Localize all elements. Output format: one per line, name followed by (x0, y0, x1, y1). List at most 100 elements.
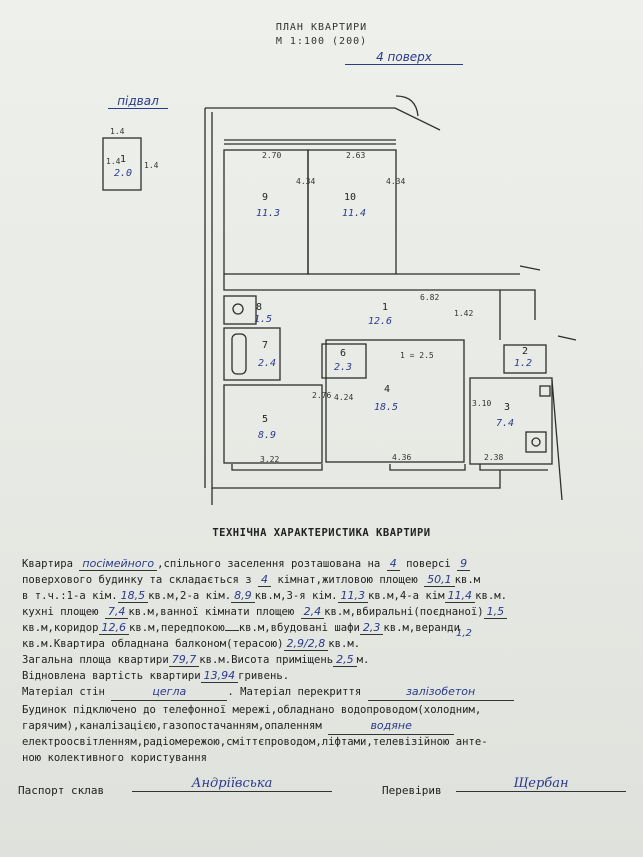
fill-closets: 2,3 (359, 621, 384, 635)
text-l1c: ,спільного заселення розташована на (157, 558, 387, 570)
text-l2e: кв.м (454, 574, 481, 586)
fill-floors-total: 9 (457, 557, 471, 571)
dim-7: 1 = 2.5 (400, 351, 434, 360)
checked-signature: Щербан (456, 776, 626, 792)
dim-9: 4.24 (334, 393, 353, 402)
room-7-num: 7 (262, 340, 268, 351)
checked-label: Перевірив (382, 784, 442, 797)
fill-closets-note: 1,2 (456, 628, 472, 639)
text-line-9: Матеріал стін цегла. Матеріал перекриття… (22, 684, 622, 701)
dim-4: 4.34 (386, 177, 405, 186)
text-l5g: кв.м,веранди (383, 622, 460, 634)
text-line-13: ною колективного користування (22, 752, 207, 764)
fill-corridor: 12,6 (98, 621, 130, 635)
text-l2c: кімнат,житловою площею (271, 574, 425, 586)
text-line-12: електроосвітленням,радіомережою,сміттєпр… (22, 736, 488, 748)
fill-value: 13,94 (200, 669, 239, 683)
storage-label: підвал (108, 94, 168, 109)
text-line-11: гарячим),каналізацією,газопостачанням,оп… (22, 718, 622, 735)
fill-rooms: 4 (258, 573, 271, 587)
text-l8a: Відновлена вартість квартири (22, 670, 201, 682)
text-l5a: кв.м,коридор (22, 622, 99, 634)
fill-kitchen: 7,4 (104, 605, 129, 619)
fill-room2: 8,9 (231, 589, 255, 603)
room-6-area: 2.3 (334, 362, 352, 373)
room-3-area: 7.4 (496, 418, 514, 429)
fill-hall (224, 630, 239, 631)
room-8-area: 1.5 (254, 314, 272, 325)
dim-8: 2.76 (312, 391, 331, 400)
dim-3: 4.34 (296, 177, 315, 186)
text-l2a: поверхового будинку та складається з (22, 574, 258, 586)
text-l11: гарячим),каналізацією,газопостачанням,оп… (22, 720, 322, 732)
fill-floor: 4 (386, 557, 400, 571)
text-l3g: кв.м,4-а кім (368, 590, 445, 602)
text-l3i: кв.м. (475, 590, 507, 602)
text-l6c: кв.м. (328, 638, 361, 650)
room-2-num: 2 (522, 346, 528, 357)
fill-height: 2,5 (333, 653, 357, 667)
text-l7c: кв.м.Висота приміщень (199, 654, 334, 666)
fill-heating: водяне (328, 718, 455, 735)
text-l1e: поверсі (399, 558, 458, 570)
storage-room-outline (102, 137, 142, 191)
room-5-area: 8.9 (258, 430, 276, 441)
room-5-num: 5 (262, 414, 268, 425)
room-8-num: 8 (256, 302, 262, 313)
fill-balcony: 2,9/2,8 (283, 637, 329, 651)
text-l4a: кухні площею (22, 606, 105, 618)
fill-wc: 1,5 (483, 605, 508, 619)
room-3-num: 3 (504, 402, 510, 413)
room-9-area: 11.3 (256, 208, 280, 219)
plan-scale: М 1:100 (200) (275, 36, 368, 47)
text-l3c: кв.м,2-а кім. (148, 590, 232, 602)
storage-area: 2.0 (114, 168, 132, 179)
fill-floor-material: залізобетон (367, 684, 514, 701)
room-7-area: 2.4 (258, 358, 276, 369)
floor-plan: 1.4 1.4 1.4 1 2.0 2.70 2.63 4.34 4.34 6.… (102, 95, 577, 505)
fill-living-area: 50,1 (424, 573, 455, 587)
room-9-num: 9 (262, 192, 268, 203)
text-l5e: кв.м,вбудовані шафи (238, 622, 360, 634)
fill-wall-material: цегла (111, 684, 228, 701)
text-line-2: поверхового будинку та складається з 4 к… (22, 572, 622, 588)
room-1-area: 12.6 (368, 316, 392, 327)
room-4-area: 18.5 (374, 402, 398, 413)
text-line-6: кв.м.Квартира обладнана балконом(терасою… (22, 636, 622, 652)
text-l8c: гривень. (238, 670, 290, 682)
passport-signature: Андріївська (132, 776, 332, 792)
storage-dim-right: 1.4 (144, 161, 159, 170)
fill-bath: 2,4 (300, 605, 325, 619)
text-l6a: кв.м.Квартира обладнана балконом(терасою… (22, 638, 284, 650)
plan-title: ПЛАН КВАРТИРИ (275, 22, 368, 33)
text-l3a: в т.ч.:1-а кім. (22, 590, 118, 602)
room-1-num: 1 (382, 302, 388, 313)
section-title: ТЕХНІЧНА ХАРАКТЕРИСТИКА КВАРТИРИ (212, 527, 431, 539)
text-l7e: м. (356, 654, 370, 666)
fill-room4: 11,4 (444, 589, 476, 603)
dim-2: 2.63 (346, 151, 365, 160)
storage-dim-top: 1.4 (110, 127, 125, 136)
room-2-area: 1.2 (514, 358, 532, 369)
passport-label: Паспорт склав (18, 784, 105, 797)
dim-13: 2.38 (484, 453, 503, 462)
room-4-num: 4 (384, 384, 390, 395)
room-10-num: 10 (344, 192, 356, 203)
dim-5: 6.82 (420, 293, 439, 302)
toilet-room-outline (223, 295, 257, 325)
bath-room-outline (223, 327, 281, 381)
floor-note: 4 поверх (345, 50, 463, 65)
room-6-num: 6 (340, 348, 346, 359)
fill-room1: 18,5 (117, 589, 149, 603)
fill-room3: 11,3 (337, 589, 369, 603)
text-l5c: кв.м,передпокою (129, 622, 225, 634)
text-l4e: кв.м,вбиральні(поєднаної) (324, 606, 484, 618)
dim-1: 2.70 (262, 151, 281, 160)
text-line-1: Квартира посімейного,спільного заселення… (22, 556, 622, 572)
text-l4c: кв.м,ванної кімнати площею (128, 606, 301, 618)
